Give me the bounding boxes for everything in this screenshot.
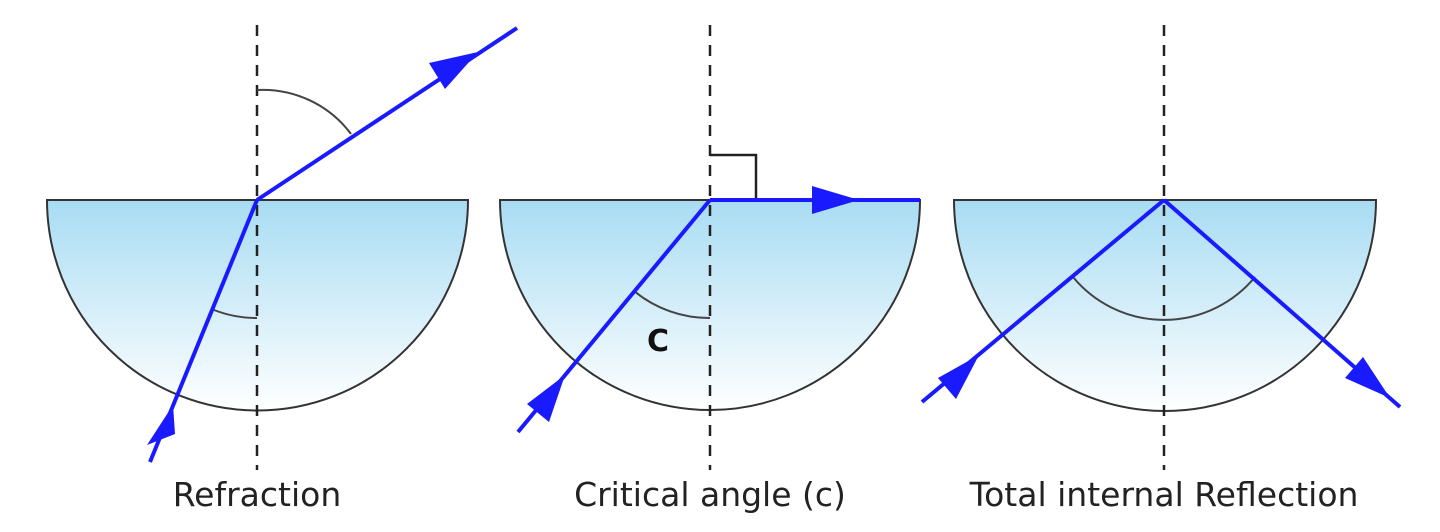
critical-angle-arc: [633, 290, 711, 320]
arrowhead-icon: [938, 355, 979, 399]
incident-angle-arc: [213, 309, 258, 320]
panel-total-internal-reflection: Total internal Reflection: [920, 25, 1402, 514]
right-angle-marker: [710, 153, 758, 200]
arrowhead-icon: [812, 186, 859, 214]
caption-total-internal-reflection: Total internal Reflection: [969, 475, 1359, 514]
refracted-angle-arc: [256, 88, 352, 135]
caption-critical-angle: Critical angle (c): [574, 475, 846, 514]
reflection-angle-arc: [1072, 276, 1256, 321]
panel-refraction: Refraction: [45, 25, 519, 514]
caption-refraction: Refraction: [173, 475, 342, 514]
arrowhead-icon: [1345, 357, 1390, 398]
arrowhead-icon: [429, 52, 478, 89]
arrowhead-icon: [527, 375, 565, 422]
critical-angle-label: C: [647, 324, 669, 359]
arrowhead-icon: [147, 405, 175, 445]
panel-critical-angle: C Critical angle (c): [498, 25, 922, 514]
semicircle-block: [498, 199, 922, 411]
refracted-ray: [255, 26, 519, 202]
